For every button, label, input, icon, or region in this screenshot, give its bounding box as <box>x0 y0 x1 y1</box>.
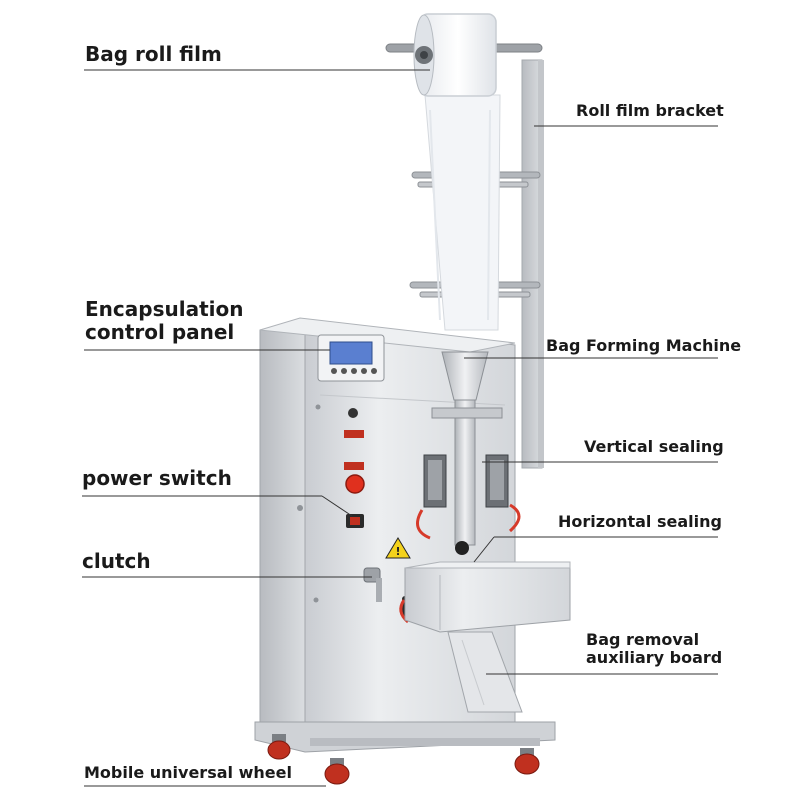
svg-text:!: ! <box>395 545 400 558</box>
label-power-switch: power switch <box>82 466 232 490</box>
label-horizontal-sealing: Horizontal sealing <box>558 512 722 531</box>
bag-removal-auxiliary-board <box>447 631 523 713</box>
bag-forming-machine <box>431 351 503 546</box>
label-bag-removal-line-2: auxiliary board <box>586 648 723 668</box>
label-encapsulation-line-2: control panel <box>85 320 235 344</box>
label-roll-film-bracket: Roll film bracket <box>576 101 724 120</box>
label-vertical-sealing: Vertical sealing <box>584 437 724 456</box>
horizontal-sealing-unit <box>404 561 571 633</box>
roll-film-bracket <box>521 59 544 469</box>
encapsulation-control-panel <box>317 334 385 382</box>
label-bag-removal-auxiliary-board: Bag removal auxiliary board <box>586 630 723 668</box>
label-clutch: clutch <box>82 549 151 573</box>
leader-horizontal-sealing-diagonal <box>473 536 495 563</box>
label-encapsulation-control-panel: Encapsulation control panel <box>85 298 243 344</box>
film-web <box>424 94 501 331</box>
label-bag-forming-machine: Bag Forming Machine <box>546 336 742 355</box>
leader-power-switch-diagonal <box>321 495 353 517</box>
bag-roll-film <box>385 13 543 97</box>
machine-base <box>254 721 556 753</box>
label-bag-roll-film: Bag roll film <box>85 42 222 66</box>
label-bag-removal-line-1: Bag removal <box>586 630 700 649</box>
leader-lines <box>82 69 718 787</box>
vertical-sealing-unit <box>416 454 521 555</box>
label-encapsulation-line-1: Encapsulation <box>85 297 244 321</box>
mobile-universal-wheels <box>267 734 540 785</box>
label-mobile-universal-wheel: Mobile universal wheel <box>84 763 292 782</box>
